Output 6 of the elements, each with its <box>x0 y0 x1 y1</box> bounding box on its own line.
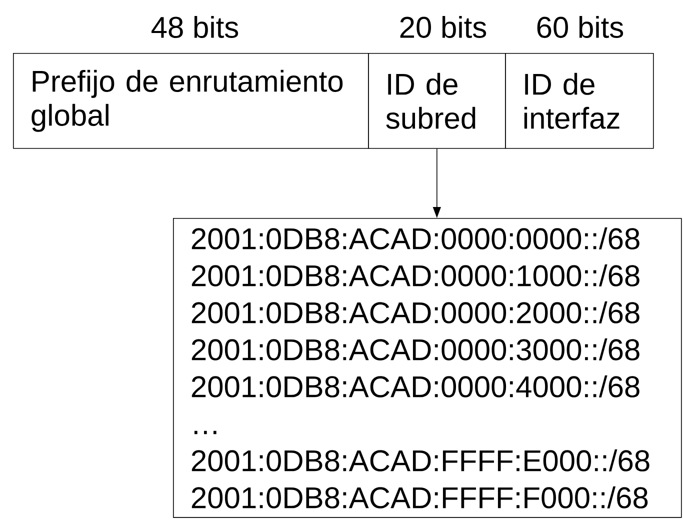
field-cell: Prefijo de enrutamiento global <box>13 53 369 149</box>
bit-width-label: 60 bits <box>537 16 624 38</box>
field-cell: ID de subred <box>368 53 506 149</box>
bit-width-label: 20 bits <box>400 16 486 38</box>
field-cell: ID de interfaz <box>505 53 654 149</box>
address-list-box: 2001:0DB8:ACAD:0000:0000::/68 2001:0DB8:ACAD:0000:1000::/68 2001:0DB8:ACAD:0000:2000::/68 2001:0DB8:ACAD:0000:3000::/68 2001:0DB8:ACAD:0000:4000::/68 … 2001:0DB8:ACAD:FFFF:E000::/68 2001:0DB8:ACAD:FFFF:F000::/68 <box>173 218 682 518</box>
